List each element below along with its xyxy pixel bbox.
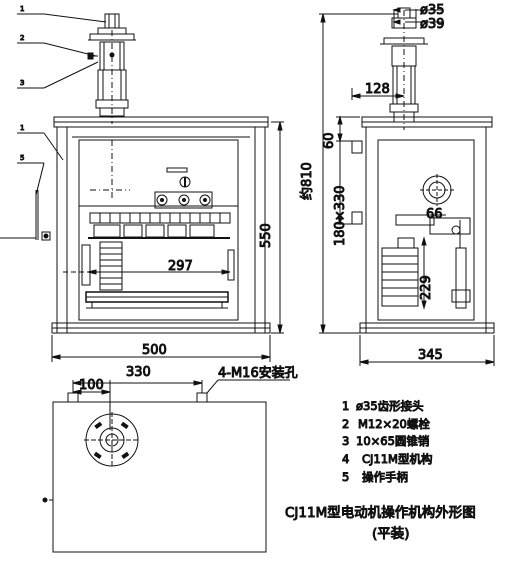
top-view	[42, 379, 290, 553]
callout-2: 2	[20, 34, 24, 42]
side-dimensions	[319, 7, 495, 366]
dim-66: 66	[426, 207, 443, 222]
front-shaft	[87, 13, 136, 124]
dim-128: 128	[365, 82, 390, 97]
legend-text-5: 操作手柄	[362, 470, 408, 484]
callout-4: 1	[20, 124, 24, 132]
dim-330: 330	[126, 365, 151, 380]
dim-229: 229	[419, 275, 434, 300]
dim-297: 297	[168, 259, 193, 274]
front-callouts	[17, 13, 107, 196]
dim-180x330: 180×330	[333, 185, 348, 246]
front-view: 1 2 3 1 5 500 550 297	[0, 5, 284, 362]
legend-text-1: ø35齿形接头	[356, 399, 424, 413]
dim-500: 500	[142, 343, 167, 358]
legend-num-1: 1	[342, 399, 349, 413]
drawing-title: CJ11M型电动机操作机构外形图	[285, 505, 476, 521]
callout-5: 5	[20, 154, 24, 162]
callout-1: 1	[20, 5, 24, 13]
side-shaft	[380, 7, 428, 130]
side-view: ø35 ø39 128 约810 60 180×330 66 229 345	[300, 3, 495, 366]
front-dimensions	[51, 121, 284, 362]
dim-100: 100	[79, 378, 104, 393]
dim-345: 345	[418, 348, 443, 363]
dim-dia35: ø35	[420, 3, 445, 18]
callout-3: 3	[20, 79, 24, 87]
legend-num-5: 5	[342, 470, 349, 484]
legend-num-4: 4	[342, 452, 349, 466]
parts-legend: 1 ø35齿形接头 2 M12×20螺栓 3 10×65圆锥销 4 CJ11M型…	[342, 399, 433, 485]
front-cabinet	[51, 116, 271, 334]
side-cabinet	[351, 116, 495, 334]
legend-num-2: 2	[342, 417, 349, 431]
legend-text-4: CJ11M型机构	[362, 452, 432, 466]
legend-num-3: 3	[342, 434, 349, 448]
dim-60: 60	[322, 132, 337, 149]
legend-text-3: 10×65圆锥销	[356, 434, 429, 448]
front-internals	[0, 140, 235, 309]
holes-note: 4-M16安装孔	[218, 366, 298, 381]
drawing-subtitle: (平装)	[372, 526, 410, 542]
dim-dia39: ø39	[420, 17, 445, 32]
legend-text-2: M12×20螺栓	[358, 417, 430, 431]
dim-810: 约810	[300, 162, 315, 200]
dim-550: 550	[259, 223, 274, 248]
